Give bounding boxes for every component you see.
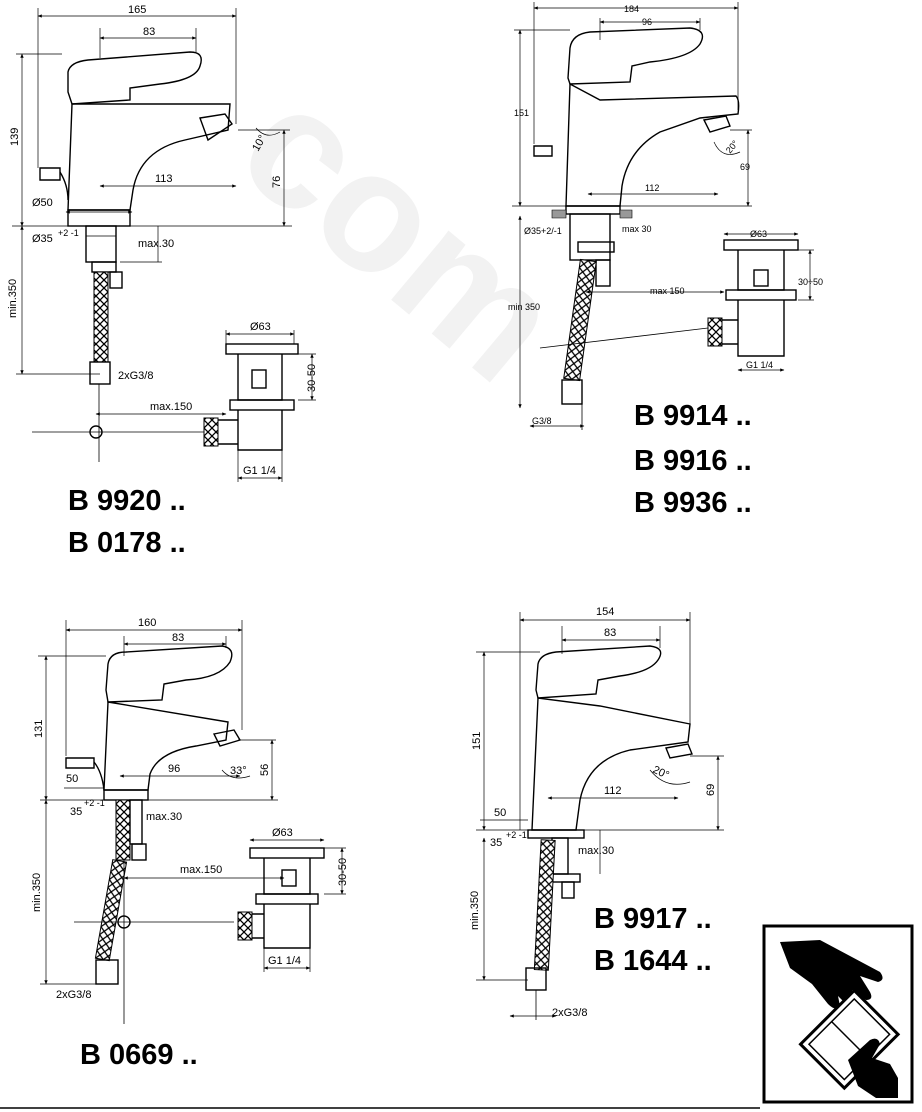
model-number: B 9917 ..: [594, 903, 712, 935]
dim-hole-tol: +2 -1: [506, 830, 527, 840]
model-number: B 9916 ..: [634, 445, 752, 477]
dim-base: 50: [494, 807, 506, 819]
dim-conn: 2xG3/8: [56, 989, 91, 1001]
model-number: B 9936 ..: [634, 487, 752, 519]
dim-height: 151: [471, 732, 483, 750]
dim-hose: min.350: [7, 279, 19, 318]
dim-angle: 33°: [230, 765, 247, 777]
dim-hose: min.350: [469, 891, 481, 930]
dim-handle: 83: [604, 627, 616, 639]
waste-assembly: [74, 847, 325, 949]
dim-base: Ø50: [32, 197, 53, 209]
dim-width: 160: [138, 617, 156, 629]
dim-thick: max 30: [622, 224, 652, 234]
dim-waste-d: Ø63: [250, 321, 271, 333]
dim-spout: 112: [604, 785, 622, 797]
dim-hole-tol: +2 -1: [84, 798, 105, 808]
waste-assembly: [32, 343, 299, 451]
model-number: B 9914 ..: [634, 400, 752, 432]
dim-spout: 112: [645, 183, 659, 193]
dim-hole: Ø35+2/-1: [524, 226, 562, 236]
dim-height: 151: [514, 108, 529, 118]
model-number: B 1644 ..: [594, 945, 712, 977]
dim-conn: 2xG3/8: [118, 370, 153, 382]
dim-width: 184: [624, 4, 639, 14]
dim-thick: max.30: [146, 811, 182, 823]
read-instructions-icon: [762, 924, 914, 1104]
dim-hole: 35: [70, 806, 82, 818]
dim-conn: G3/8: [532, 416, 552, 426]
faucet-outline: [65, 645, 242, 801]
model-number: B 0669 ..: [80, 1039, 198, 1071]
model-number: B 0178 ..: [68, 527, 186, 559]
dim-base: 50: [66, 773, 78, 785]
hose-assembly: [561, 213, 615, 430]
dim-spout-h: 76: [271, 176, 283, 188]
faucet-outline: [39, 51, 233, 227]
dim-rod: max.150: [150, 401, 192, 413]
hose-assembly: [85, 225, 123, 462]
dim-hole: Ø35: [32, 233, 53, 245]
dim-spout: 113: [155, 173, 173, 185]
dim-waste-h: 30÷50: [798, 277, 823, 287]
dim-spout: 96: [168, 763, 180, 775]
dim-waste-h: 30-50: [337, 858, 349, 886]
dim-spout-h: 69: [705, 784, 717, 796]
dim-handle: 83: [143, 26, 155, 38]
drawing-b9920: 165 83 139 10° 113 76 Ø50 Ø35 +2 -1 max.…: [7, 4, 318, 559]
drawing-b0669: 160 83 131 33° 96 56 50 35 +2 -1 max.30 …: [31, 617, 349, 1071]
dim-height: 131: [33, 720, 45, 738]
dim-waste-d: Ø63: [750, 229, 767, 239]
dimensions-1: [12, 8, 316, 482]
dim-waste-h: 30-50: [306, 364, 318, 392]
dim-spout-h: 56: [259, 764, 271, 776]
dim-hose: min.350: [31, 873, 43, 912]
dim-handle: 96: [642, 17, 652, 27]
dim-angle: 20°: [651, 764, 671, 782]
dim-thread: G1 1/4: [243, 465, 276, 477]
hose-assembly: [525, 837, 581, 1020]
dimensions-2: [512, 2, 814, 428]
hose-assembly: [94, 799, 147, 1024]
dim-thread: G1 1/4: [746, 360, 773, 370]
dim-hole: 35: [490, 837, 502, 849]
dimensions-4: [476, 612, 724, 1018]
model-number: B 9920 ..: [68, 485, 186, 517]
dim-height: 139: [9, 128, 21, 146]
dim-width: 165: [128, 4, 146, 16]
dim-hose: min 350: [508, 302, 540, 312]
dim-handle: 83: [172, 632, 184, 644]
dimensions-3: [38, 620, 346, 985]
dim-hole-tol: +2 -1: [58, 228, 79, 238]
dim-thick: max.30: [578, 845, 614, 857]
waste-assembly: [539, 239, 799, 357]
dim-spout-h: 69: [740, 162, 750, 172]
dim-width: 154: [596, 606, 614, 618]
drawing-b9917: 154 83 151 20° 112 69 50 35 +2 -1 max.30…: [469, 606, 724, 1020]
dim-rod: max 150: [650, 286, 685, 296]
dim-rod: max.150: [180, 864, 222, 876]
faucet-outline: [533, 27, 740, 219]
dim-conn: 2xG3/8: [552, 1007, 587, 1019]
dim-waste-d: Ø63: [272, 827, 293, 839]
dim-thick: max.30: [138, 238, 174, 250]
dim-thread: G1 1/4: [268, 955, 301, 967]
drawing-b9914: 184 96 151 20° 112 69 Ø35+2/-1 max 30 mi…: [508, 2, 823, 519]
faucet-outline: [527, 645, 693, 839]
